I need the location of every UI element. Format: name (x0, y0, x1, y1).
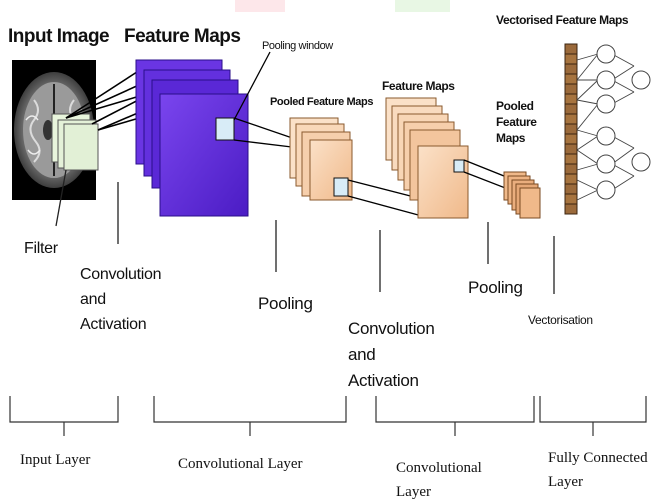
conv-act-1-label: Convolution and Activation (80, 262, 162, 337)
conv2-line-bottom (347, 195, 423, 217)
pooled-window-2 (453, 159, 465, 173)
feature-maps-title: Feature Maps (124, 26, 241, 47)
filter-label: Filter (24, 240, 58, 257)
pooled-window-1 (333, 177, 349, 197)
vectorised-feature-maps-title: Vectorised Feature Maps (496, 13, 629, 27)
vectorisation-label: Vectorisation (528, 313, 593, 327)
conv-act-1-line-2: and (80, 291, 106, 308)
convolutional-layer-2-line-1: Convolutional (396, 460, 482, 476)
feature-maps-2-stack (385, 97, 469, 219)
watermark-tint-left (235, 0, 285, 12)
pooled-feature-maps-2-line-1: Pooled (496, 99, 534, 113)
fully-connected-layer-label: Fully Connected Layer (548, 446, 648, 494)
convolutional-layer-2-label: Convolutional Layer (396, 456, 482, 503)
layer-brackets (9, 396, 647, 436)
pooled-feature-maps-title: Pooled Feature Maps (270, 96, 374, 108)
feature-maps-2-title: Feature Maps (382, 79, 455, 93)
conv-act-2-label: Convolution and Activation (348, 316, 435, 394)
convolutional-layer-1-label: Convolutional Layer (178, 456, 303, 472)
pooling-window-label: Pooling window (262, 40, 333, 52)
pooled-feature-maps-2-line-3: Maps (496, 131, 526, 145)
input-image-title: Input Image (8, 26, 110, 47)
filter-squares (51, 113, 99, 171)
input-layer-label: Input Layer (20, 452, 91, 468)
feature-maps-1-stack (135, 59, 249, 217)
pooling-1-label: Pooling (258, 294, 313, 313)
fully-connected-connections (576, 53, 635, 201)
pooled-feature-maps-2-line-2: Feature (496, 115, 537, 129)
conv-act-1-line-1: Convolution (80, 266, 162, 283)
conv-act-2-line-1: Convolution (348, 319, 435, 338)
conv-act-1-line-3: Activation (80, 316, 147, 333)
pooling-2-label: Pooling (468, 278, 523, 297)
fully-connected-neurons (596, 44, 651, 200)
fully-connected-layer-line-2: Layer (548, 474, 583, 490)
step-indicator-lines (55, 169, 555, 294)
conv-act-2-line-2: and (348, 345, 376, 364)
pooling-window-pointer (233, 51, 271, 121)
pooled-feature-maps-2-stack (503, 171, 541, 219)
pooled-feature-maps-2-title: Pooled Feature Maps (496, 98, 537, 146)
conv-act-2-line-3: Activation (348, 371, 419, 390)
pooling-window-box (215, 117, 235, 141)
vectorised-feature-column (564, 43, 578, 215)
convolutional-layer-2-line-2: Layer (396, 484, 431, 500)
pool-line-bottom (233, 139, 301, 149)
watermark-tint-right (395, 0, 450, 12)
fully-connected-layer-line-1: Fully Connected (548, 450, 648, 466)
